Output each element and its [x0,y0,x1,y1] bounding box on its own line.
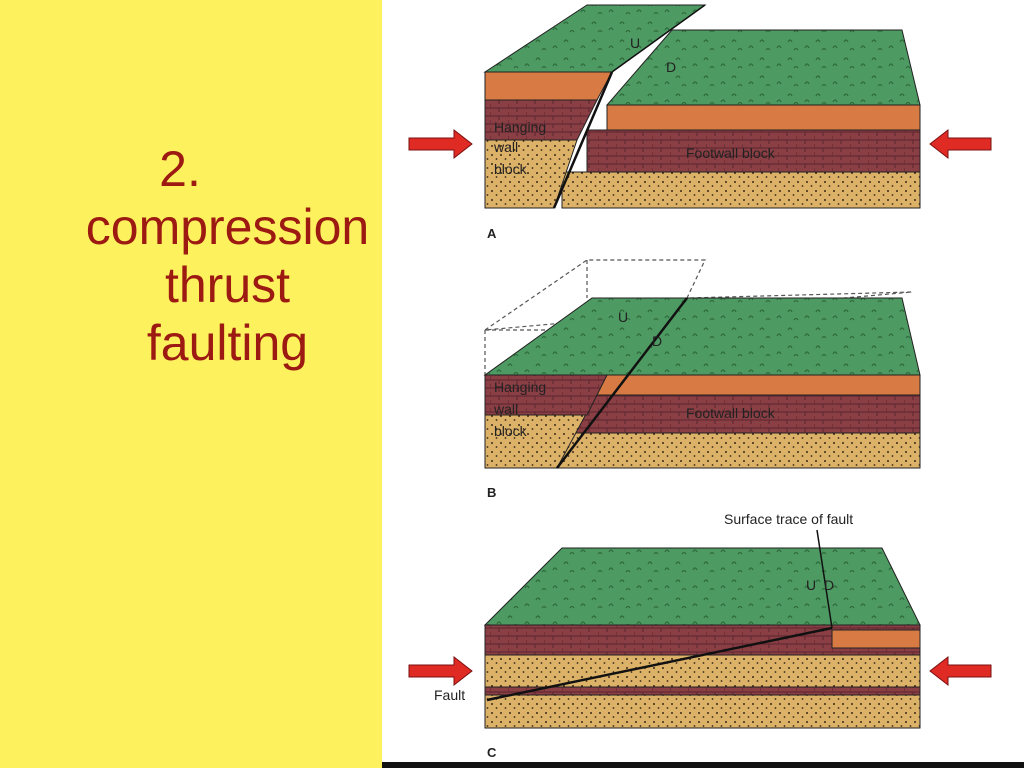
panel-letter-b: B [487,485,496,500]
brick-low-c [484,686,921,696]
label-up-c: U [806,577,816,593]
label-up-b: U [618,309,628,325]
hanging-wall-label-3-a: block [494,161,528,177]
hanging-wall-label-2-b: wall [493,401,518,417]
fault-line-a [552,71,614,209]
title-line-thrust: thrust [164,257,291,313]
hanging-wall-label-2-a: wall [493,139,518,155]
hanging-wall-label-1-a: Hanging [494,119,546,135]
surface-trace-line-c [816,529,833,629]
bottom-border [382,762,1024,768]
fault-diagram-svg: U D Hanging wall block Footwall block A … [382,4,1024,768]
fault-plane-a [611,4,706,73]
panel-letter-a: A [487,226,497,241]
hanging-wall-label-1-b: Hanging [494,379,546,395]
dashed-outline-b [482,259,913,331]
title-line-compression: compression [85,199,370,255]
surface-trace-label: Surface trace of fault [724,511,853,527]
panel-c: Surface trace of fault U D Fault C [408,511,992,760]
panel-letter-c: C [487,745,497,760]
footwall-sand-a [561,171,921,209]
fault-diagram: U D Hanging wall block Footwall block A … [382,0,1024,768]
hanging-wall-label-3-b: block [494,423,528,439]
footwall-grass-b [483,297,921,376]
hanging-brick-b [484,374,608,416]
sand-bottom-c [484,694,921,729]
fault-label-c: Fault [434,687,465,703]
footwall-label-a: Footwall block [686,145,776,161]
label-down-b: D [652,333,662,349]
arrow-right-a [408,128,473,160]
footwall-orange-a [606,104,921,131]
footwall-label-b: Footwall block [686,405,776,421]
arrow-left-c [929,655,992,687]
arrow-left-a [929,128,992,160]
title-line-faulting: faulting [146,315,309,371]
label-up-a: U [630,35,640,51]
label-down-c: D [824,577,834,593]
panel-b: U D Hanging wall block Footwall block B [482,259,921,500]
panel-a: U D Hanging wall block Footwall block A [408,4,992,241]
orange-right-c [831,629,921,649]
label-down-a: D [666,59,676,75]
hanging-orange-a [484,71,613,101]
arrow-right-c [408,655,473,687]
fault-line-b [556,297,688,469]
title-number: 2. [159,141,201,197]
slide-title: 2. compression thrust faulting [0,140,455,372]
grass-c [483,547,921,626]
sand-mid-c [484,654,921,688]
title-panel [0,0,382,768]
footwall-brick-a [586,129,921,173]
fault-line-c [486,626,833,702]
